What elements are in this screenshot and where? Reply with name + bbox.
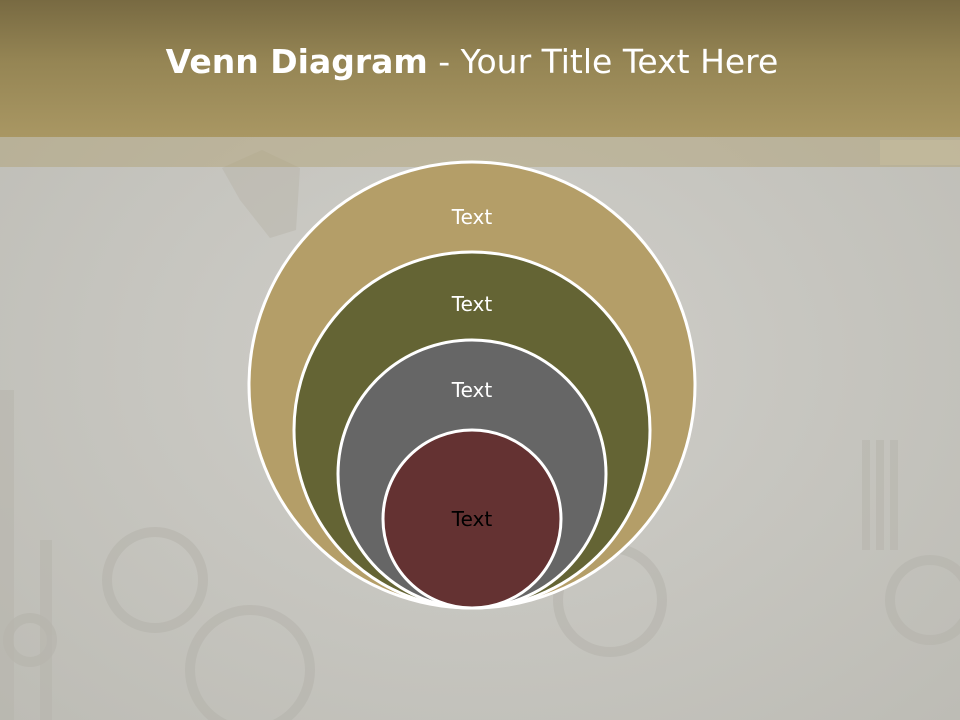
title-bar: [0, 0, 960, 137]
title-rest-part: - Your Title Text Here: [427, 42, 779, 81]
venn-ring-third-label: Text: [451, 378, 493, 402]
venn-ring-outer-label: Text: [451, 205, 493, 229]
venn-ring-inner: [381, 428, 563, 610]
venn-ring-second-label: Text: [451, 292, 493, 316]
title-bold-part: Venn Diagram: [165, 42, 428, 81]
venn-ring-inner-label: Text: [451, 507, 493, 531]
slide-title: Venn Diagram - Your Title Text Here: [0, 38, 944, 86]
